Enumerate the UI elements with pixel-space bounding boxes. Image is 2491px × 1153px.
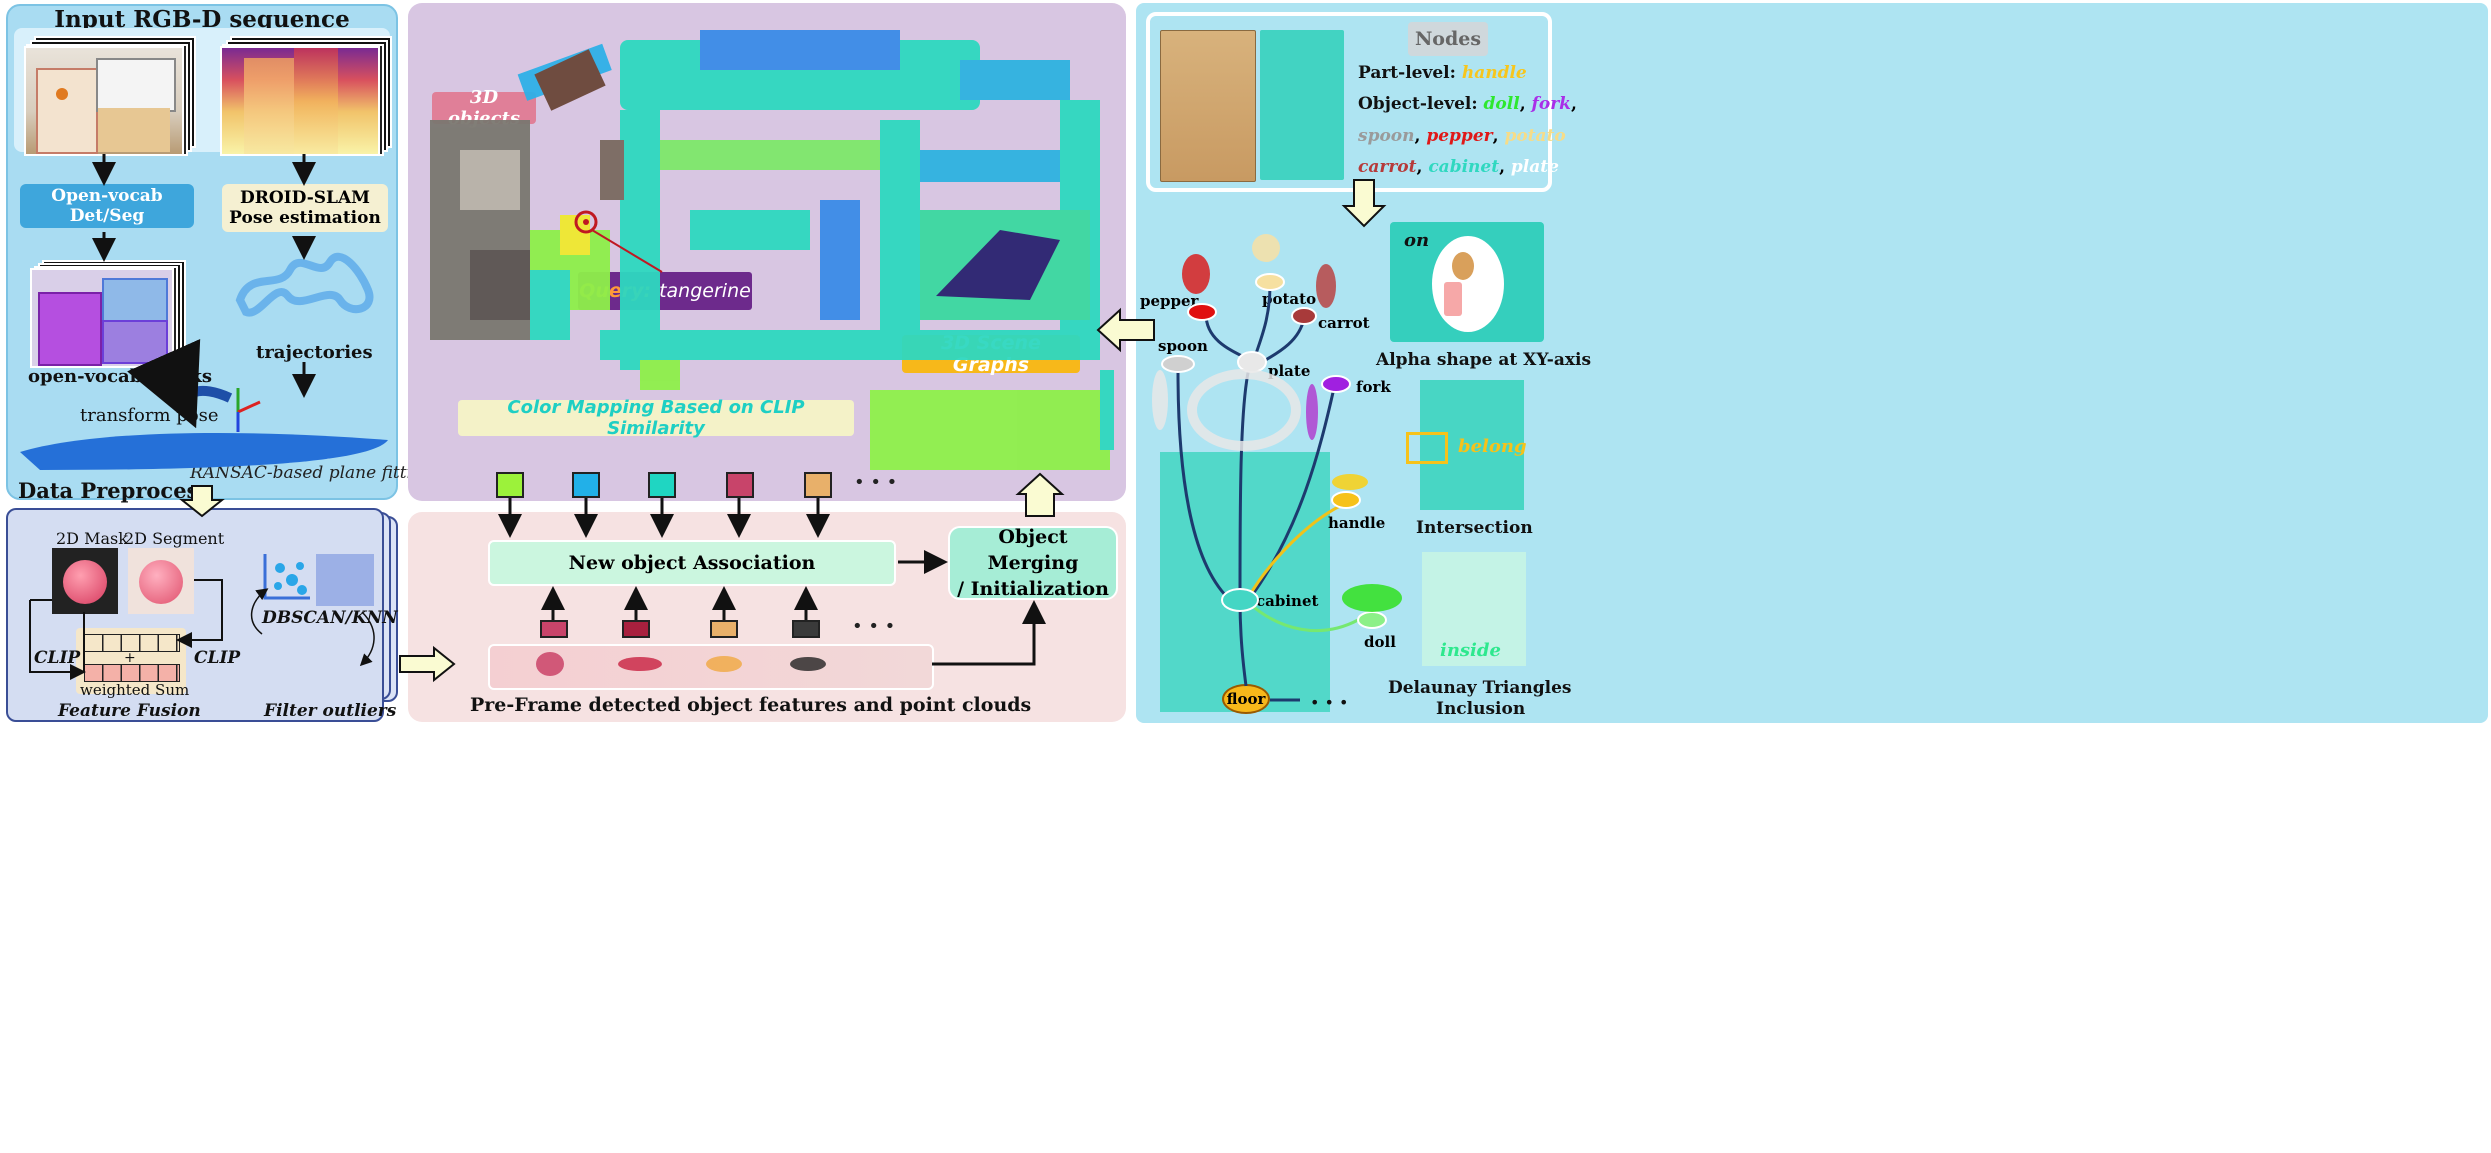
object-level-row-2: spoon, pepper, potato (1358, 126, 1566, 146)
alpha-shape-label: Alpha shape at XY-axis (1376, 350, 1592, 370)
query-marker (574, 210, 598, 234)
nodes-legend-box (1146, 12, 1552, 192)
mask-2d-image (52, 548, 118, 614)
new-object-association-box: New object Association (488, 540, 896, 586)
belong-highlight (1406, 432, 1448, 464)
weighted-sum-label: weighted Sum (80, 681, 190, 699)
node-label-cabinet: cabinet (1256, 592, 1319, 610)
pre-frame-caption: Pre-Frame detected object features and p… (470, 694, 1032, 716)
delaunay-label-line2: Inclusion (1436, 699, 1526, 719)
feature-vector-bottom (84, 664, 180, 682)
depth-frame-image (220, 46, 380, 156)
object-level-row-3: carrot, cabinet, plate (1358, 157, 1559, 177)
feature-vector-top (84, 634, 180, 652)
query-value: tangerine (659, 280, 751, 302)
object-item-carrot: carrot (1358, 157, 1417, 177)
intersection-label: Intersection (1416, 518, 1533, 538)
node-label-floor: floor (1226, 690, 1266, 708)
color-mapping-badge: Color Mapping Based on CLIP Similarity (458, 397, 854, 439)
object-level-label: Object-level: (1358, 94, 1478, 114)
belong-relation-label: belong (1458, 436, 1527, 457)
clip-left-label: CLIP (34, 648, 81, 668)
node-label-handle: handle (1328, 514, 1386, 532)
node-label-doll: doll (1364, 633, 1396, 651)
clip-right-label: CLIP (194, 648, 241, 668)
node-label-pepper: pepper (1140, 292, 1199, 310)
mid-feature-swatch (792, 620, 820, 638)
mid-feature-swatch (710, 620, 738, 638)
delaunay-label-line1: Delaunay Triangles (1388, 678, 1572, 698)
scene-point-cloud (430, 30, 1114, 470)
object-level-row-1: Object-level: doll, fork, (1358, 94, 1577, 114)
top-feature-swatch (648, 472, 676, 498)
object-item-fork: fork (1531, 94, 1571, 114)
det-seg-label: Open-vocab Det/Seg (51, 186, 163, 226)
intersection-image (1420, 380, 1524, 510)
cabinet-point-cloud (1260, 30, 1344, 180)
node-label-potato: potato (1262, 290, 1317, 308)
mid-feature-swatch (540, 620, 568, 638)
scene-graph-edges (1176, 284, 1359, 702)
part-level-handle: handle (1461, 63, 1527, 83)
top-feature-swatch (572, 472, 600, 498)
nodes-title: Nodes (1414, 28, 1482, 50)
node-label-plate: plate (1268, 362, 1311, 380)
trajectories-label: trajectories (256, 342, 373, 363)
graph-ellipsis: • • • (1310, 693, 1349, 712)
top-feature-swatch (496, 472, 524, 498)
object-merging-line2: / Initialization (957, 578, 1109, 600)
inclusion-image (1422, 552, 1526, 666)
part-level-label: Part-level: (1358, 63, 1456, 83)
trajectories-path (235, 252, 374, 317)
association-arrows (498, 498, 1046, 666)
on-relation-label: on (1404, 230, 1430, 251)
node-label-spoon: spoon (1158, 337, 1208, 355)
color-mapping-label: Color Mapping Based on CLIP Similarity (507, 397, 805, 439)
segment-2d-image (128, 548, 194, 614)
inside-relation-label: inside (1440, 640, 1501, 661)
node-label-fork: fork (1356, 378, 1391, 396)
object-item-pepper: pepper (1426, 126, 1493, 146)
data-preprocess-label: Data Preprocess (18, 478, 211, 503)
object-item-potato: potato (1504, 126, 1566, 146)
node-label-carrot: carrot (1318, 314, 1370, 332)
mid-ellipsis: • • • (852, 616, 896, 637)
open-vocab-det-seg-box: Open-vocab Det/Seg (20, 184, 194, 228)
object-item-cabinet: cabinet (1428, 157, 1500, 177)
segment-2d-label: 2D Segment (124, 529, 225, 548)
depth-image-stack (220, 36, 392, 156)
dbscan-points-image (316, 554, 374, 606)
cabinet-photo (1160, 30, 1256, 182)
feature-fusion-panel (6, 508, 384, 722)
part-level-row: Part-level: handle (1358, 63, 1527, 83)
top-ellipsis: • • • (854, 472, 898, 493)
object-merging-box: Object Merging / Initialization (948, 526, 1118, 600)
alpha-shape-image (1390, 222, 1544, 342)
floor-plane (20, 432, 388, 470)
nodes-title-badge: Nodes (1408, 22, 1488, 56)
top-feature-swatch (726, 472, 754, 498)
mid-feature-swatch (622, 620, 650, 638)
mask-2d-label: 2D Mask (56, 529, 128, 548)
object-item-plate: plate (1510, 157, 1559, 177)
plus-sign: + (124, 650, 136, 666)
new-object-association-label: New object Association (568, 552, 816, 574)
slam-label-line2: Pose estimation (229, 208, 381, 228)
ransac-label: RANSAC-based plane fitting (190, 463, 434, 483)
object-merging-line1: Object Merging (987, 526, 1079, 574)
slam-label-line1: DROID-SLAM (240, 188, 370, 208)
object-item-spoon: spoon (1358, 126, 1415, 146)
top-feature-swatch (804, 472, 832, 498)
rgb-frame-image (24, 46, 184, 156)
droid-slam-box: DROID-SLAM Pose estimation (222, 184, 388, 232)
filter-outliers-label: Filter outliers (264, 701, 397, 721)
rgb-image-stack (24, 36, 196, 156)
feature-fusion-label: Feature Fusion (58, 701, 201, 721)
object-item-doll: doll (1483, 94, 1520, 114)
